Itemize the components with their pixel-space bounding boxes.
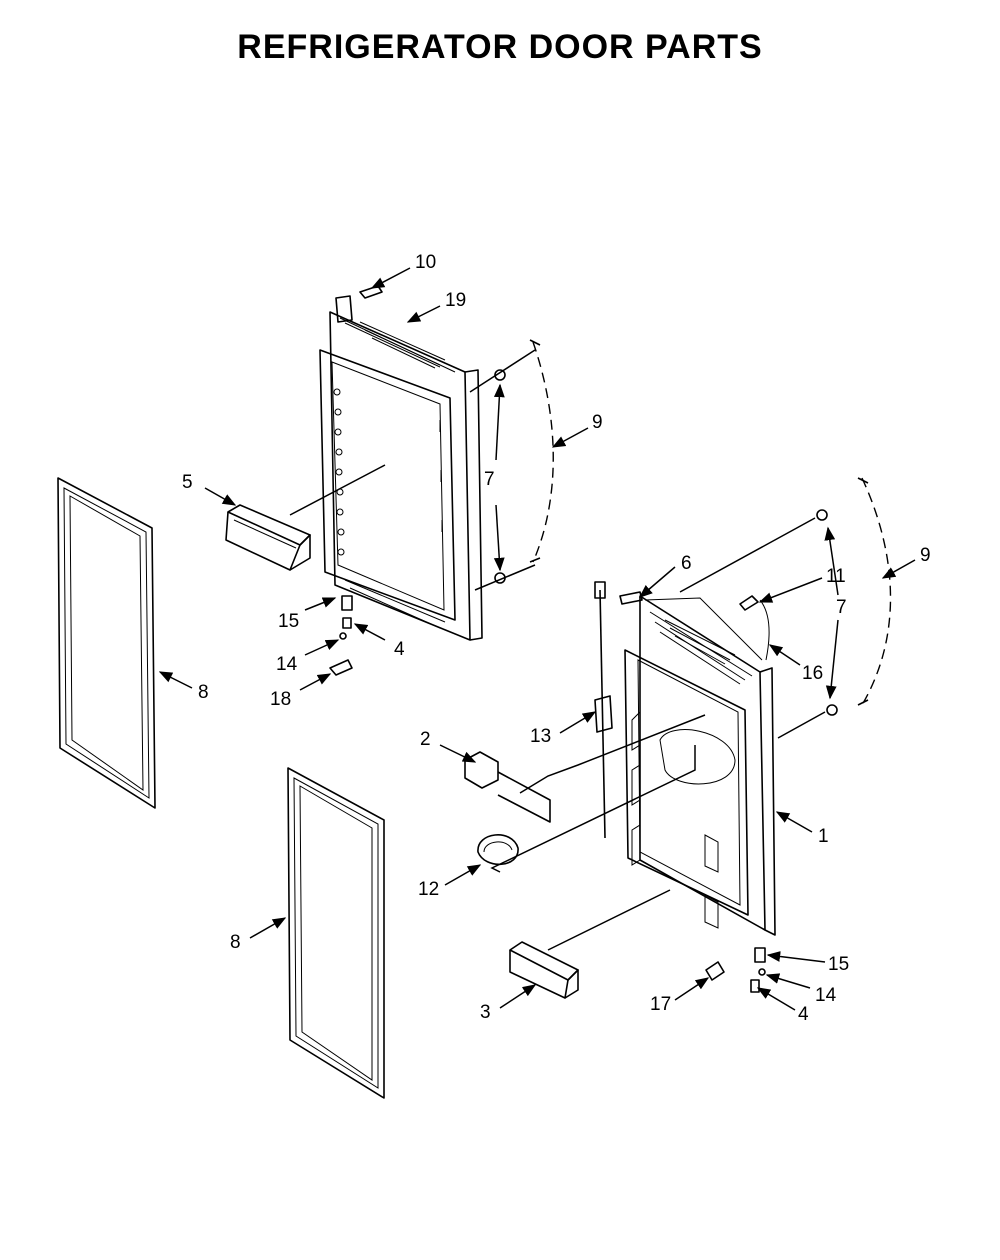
callout-13: 13 [530, 726, 551, 747]
part-13-assembly [594, 581, 613, 839]
door-handle-part-9-right [861, 477, 892, 706]
callout-7-left: 7 [484, 469, 495, 490]
callout-14-left: 14 [276, 654, 298, 675]
assembly-lines [289, 464, 826, 951]
part-12 [477, 834, 519, 866]
callout-3: 3 [480, 1002, 491, 1023]
door-bin-part-5 [225, 504, 311, 571]
part-2 [464, 751, 551, 823]
callout-17: 17 [650, 994, 671, 1015]
callout-1: 1 [818, 826, 829, 847]
right-hinge-hardware [750, 947, 766, 993]
callout-2: 2 [420, 729, 431, 750]
part-6 [619, 591, 643, 605]
callout-14-right: 14 [815, 985, 837, 1006]
callout-arrows [158, 267, 916, 1011]
callout-9-right: 9 [920, 545, 931, 566]
part-17 [705, 961, 725, 981]
handle-screw-part-7-upper-right [816, 509, 828, 521]
callout-8-lower: 8 [230, 932, 241, 953]
callout-19: 19 [445, 290, 466, 311]
callout-4-right: 4 [798, 1004, 809, 1025]
door-gasket-part-8-lower [287, 767, 385, 1099]
callout-6: 6 [681, 553, 692, 574]
door-handle-part-9-left [532, 341, 554, 563]
callout-12: 12 [418, 879, 439, 900]
door-bin-part-3 [509, 941, 579, 999]
callout-18: 18 [270, 689, 291, 710]
callout-7-right: 7 [836, 597, 847, 618]
part-16 [759, 599, 770, 661]
callout-4-left: 4 [394, 639, 405, 660]
callout-15-left: 15 [278, 611, 299, 632]
callout-15-right: 15 [828, 954, 849, 975]
callout-labels: 10 19 9 7 5 15 4 14 18 8 6 11 7 9 16 13 … [182, 252, 931, 1025]
right-door-part-1 [624, 595, 776, 936]
part-11 [739, 595, 759, 611]
left-hinge-hardware [329, 595, 353, 676]
left-door-assembly [319, 295, 483, 641]
callout-11: 11 [826, 566, 846, 587]
hinge-cover-part-10 [359, 285, 383, 299]
callout-10: 10 [415, 252, 436, 273]
callout-9-left: 9 [592, 412, 603, 433]
page-title: REFRIGERATOR DOOR PARTS [237, 28, 763, 66]
callout-8-upper: 8 [198, 682, 209, 703]
callout-16: 16 [802, 663, 823, 684]
handle-screw-part-7-lower-right [826, 704, 838, 716]
callout-5: 5 [182, 472, 193, 493]
door-gasket-part-8-upper [57, 477, 156, 809]
